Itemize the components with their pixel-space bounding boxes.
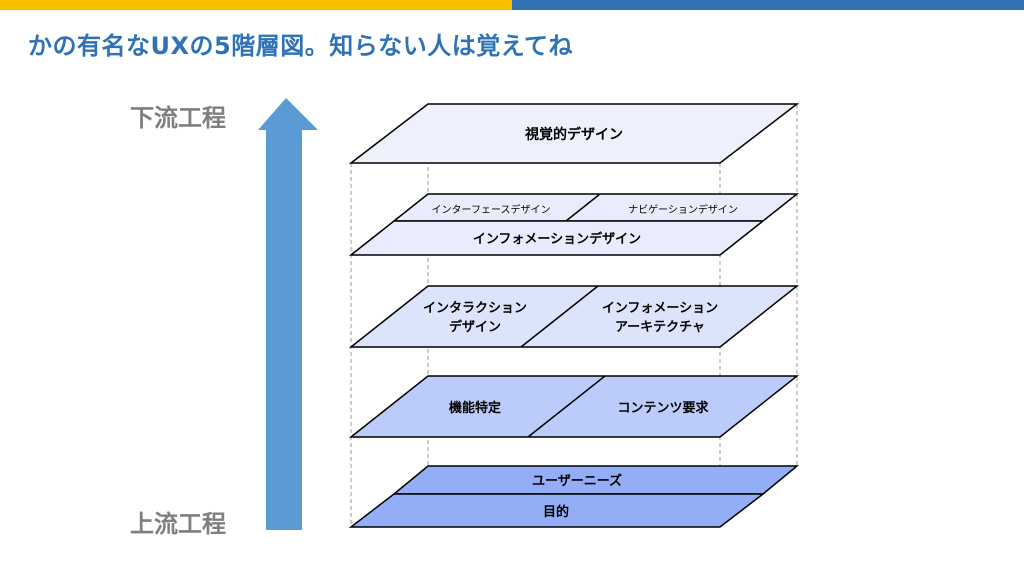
structure-interaction-label-line1: インタラクション [423, 301, 527, 316]
structure-divider [520, 285, 599, 348]
structure-plane [348, 285, 800, 348]
strategy-user-needs-label: ユーザーニーズ [532, 473, 622, 489]
top-accent-bar [0, 0, 1024, 10]
skeleton-information-design-label: インフォメーションデザイン [473, 231, 641, 247]
top-accent-bar-yellow [0, 0, 512, 10]
scope-function-label: 機能特定 [449, 400, 501, 416]
page-title: かの有名なUXの5階層図。知らない人は覚えてね [28, 32, 573, 60]
upward-arrow [258, 98, 318, 530]
skeleton-interface-label: インターフェースデザイン [432, 203, 551, 216]
structure-ia-label-line1: インフォメーション [602, 301, 718, 316]
surface-plane [348, 103, 800, 164]
skeleton-sub-divider [565, 193, 601, 222]
scope-content-label: コンテンツ要求 [617, 400, 709, 416]
downstream-label: 下流工程 [130, 104, 226, 132]
structure-ia-label-line2: アーキテクチャ [615, 320, 705, 335]
upstream-label: 上流工程 [130, 510, 226, 538]
structure-interaction-label-line2: デザイン [449, 319, 501, 335]
strategy-objective-label: 目的 [543, 504, 569, 520]
top-accent-bar-blue [512, 0, 1024, 10]
strategy-plane-objective [348, 493, 766, 528]
scope-divider [527, 375, 606, 438]
surface-label: 視覚的デザイン [524, 126, 623, 143]
skeleton-navigation-label: ナビゲーションデザイン [628, 203, 738, 216]
scope-plane [348, 375, 800, 438]
skeleton-plane-main [348, 220, 766, 256]
